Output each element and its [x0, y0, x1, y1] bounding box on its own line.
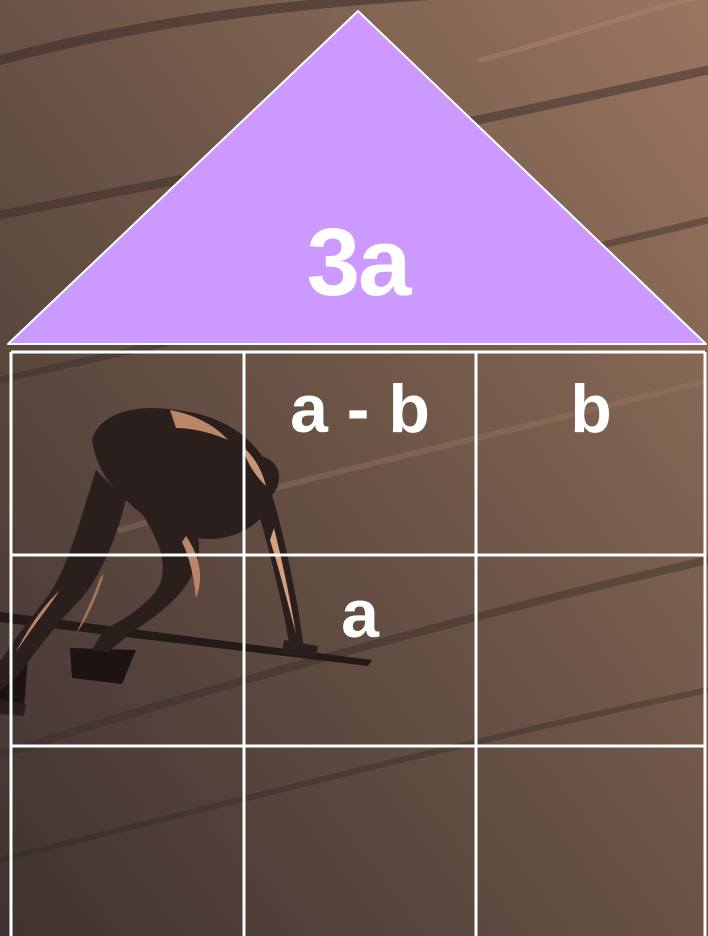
- cell-label-a: a: [245, 580, 475, 648]
- cell-label-a-minus-b: a - b: [245, 375, 475, 443]
- cell-label-b: b: [476, 375, 706, 443]
- roof-label: 3a: [258, 215, 458, 311]
